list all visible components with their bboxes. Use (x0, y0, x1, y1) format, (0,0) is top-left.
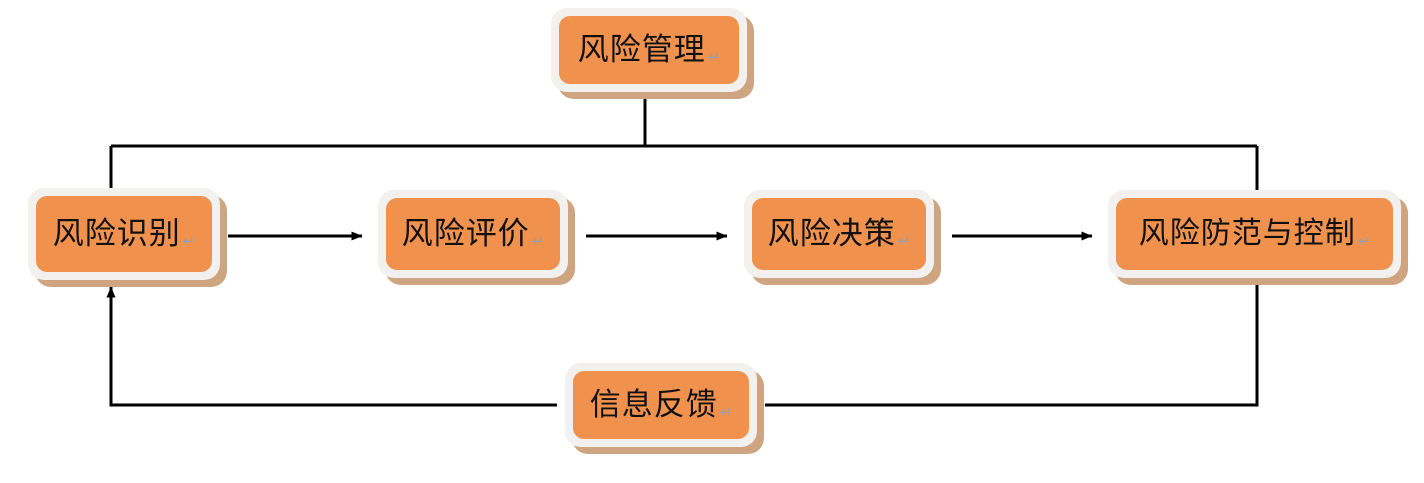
node-information-feedback[interactable]: 信息反馈 ↵ (565, 363, 757, 447)
node-risk-prevention[interactable]: 风险防范与控制 ↵ (1108, 190, 1401, 278)
node-risk-decision-body: 风险决策 ↵ (752, 198, 926, 270)
node-risk-evaluation-label: 风险评价 (401, 215, 530, 252)
edge-prevention-to-feedback (765, 282, 1259, 407)
node-risk-evaluation[interactable]: 风险评价 ↵ (378, 190, 568, 278)
pilcrow-icon: ↵ (531, 231, 545, 250)
node-risk-decision[interactable]: 风险决策 ↵ (744, 190, 934, 278)
pilcrow-icon: ↵ (1357, 231, 1371, 250)
node-information-feedback-label: 信息反馈 (589, 386, 718, 423)
node-risk-identification-body: 风险识别 ↵ (36, 196, 212, 272)
node-risk-identification[interactable]: 风险识别 ↵ (28, 188, 220, 280)
node-risk-management-label: 风险管理 (577, 31, 706, 68)
edge-feedback-to-identification (106, 286, 557, 407)
node-risk-management[interactable]: 风险管理 ↵ (551, 8, 747, 92)
node-risk-management-body: 风险管理 ↵ (559, 16, 739, 84)
node-information-feedback-body: 信息反馈 ↵ (573, 371, 749, 439)
node-risk-identification-label: 风险识别 (52, 215, 181, 252)
node-risk-prevention-body: 风险防范与控制 ↵ (1116, 198, 1393, 270)
pilcrow-icon: ↵ (719, 402, 733, 421)
pilcrow-icon: ↵ (707, 47, 721, 66)
node-risk-evaluation-body: 风险评价 ↵ (386, 198, 560, 270)
pilcrow-icon: ↵ (897, 231, 911, 250)
pilcrow-icon: ↵ (182, 231, 196, 250)
node-risk-prevention-label: 风险防范与控制 (1138, 216, 1356, 251)
node-risk-decision-label: 风险决策 (767, 215, 896, 252)
